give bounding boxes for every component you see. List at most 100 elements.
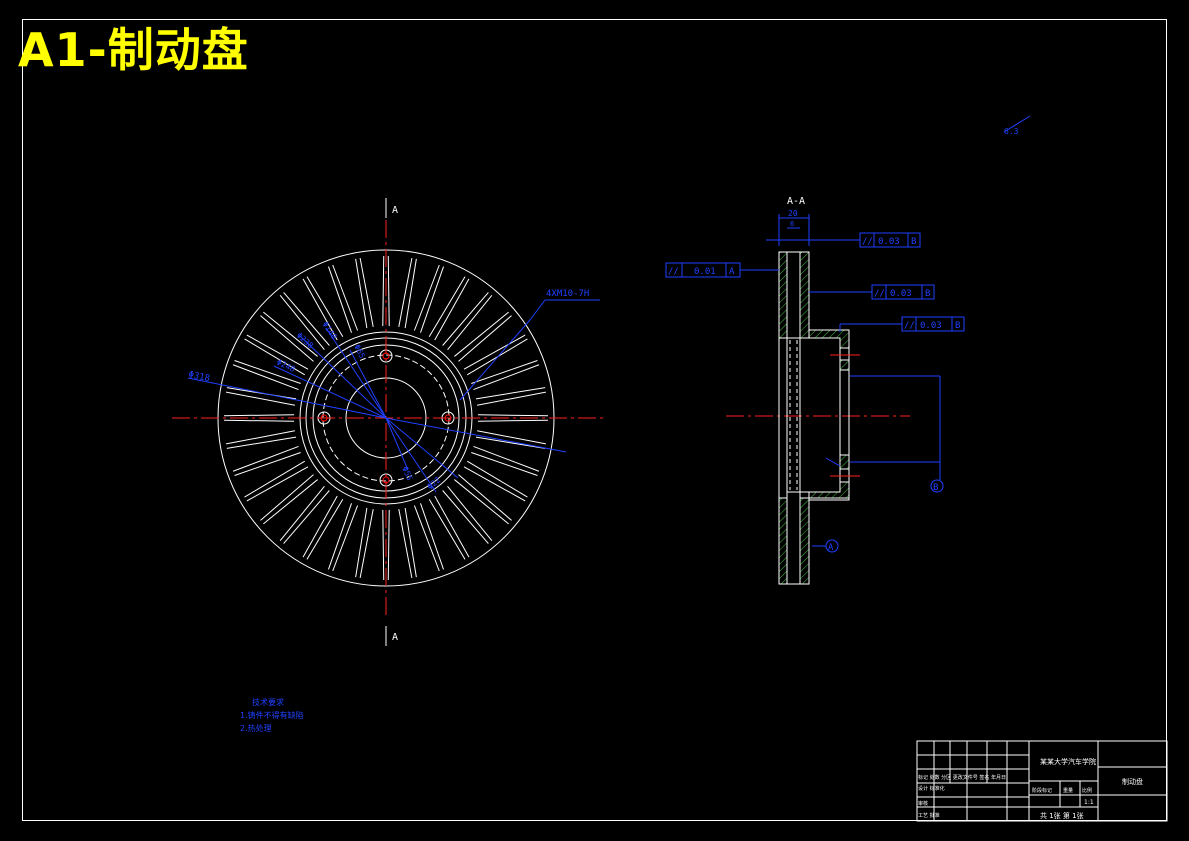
vane-line xyxy=(382,509,385,580)
vane-line xyxy=(466,460,528,498)
gdt-frame-1: // 0.03 B xyxy=(859,232,921,248)
vane-line xyxy=(283,292,330,346)
vane-line xyxy=(302,278,338,341)
svg-text:0.01: 0.01 xyxy=(694,267,716,277)
svg-text:B: B xyxy=(955,321,960,331)
vane-line xyxy=(477,391,547,406)
tb-part-name: 制动盘 xyxy=(1122,777,1143,786)
tb-row-4: 工艺 批准 xyxy=(918,812,940,819)
vane-line xyxy=(225,430,295,445)
vane-line xyxy=(434,495,470,558)
tb-weight-header: 重量 xyxy=(1063,787,1073,794)
title-block xyxy=(916,740,1168,822)
vane-line xyxy=(224,419,295,422)
vane-line xyxy=(332,264,359,331)
vane-line xyxy=(428,276,466,338)
vane-line xyxy=(471,359,538,385)
svg-text:A: A xyxy=(729,267,735,277)
vane-line xyxy=(398,257,413,327)
vane-line xyxy=(260,315,314,362)
vane-line xyxy=(302,495,338,558)
notes-heading: 技术要求 xyxy=(252,697,284,707)
vane-line xyxy=(458,315,512,362)
svg-text:A: A xyxy=(828,543,834,553)
svg-text:B: B xyxy=(925,289,930,299)
tb-row-2: 设计 标准化 xyxy=(918,785,945,792)
section-view xyxy=(778,251,850,585)
vane-line xyxy=(327,503,353,570)
vane-line xyxy=(263,479,318,525)
vane-line xyxy=(260,474,314,521)
vane-line xyxy=(232,445,299,472)
vane-line xyxy=(246,466,309,502)
vane-line xyxy=(471,451,538,477)
vane-line xyxy=(225,391,295,406)
datum-b-marker: B xyxy=(930,479,944,493)
vane-line xyxy=(477,419,548,422)
vane-line xyxy=(454,479,509,525)
vane-line xyxy=(473,445,540,472)
dim-inner: 6 xyxy=(790,220,794,228)
vane-line xyxy=(279,486,325,541)
vane-line xyxy=(463,334,526,370)
section-mark-bottom: A xyxy=(392,632,398,643)
vane-line xyxy=(382,256,385,327)
gdt-frame-4: // 0.03 B xyxy=(901,316,965,332)
vane-line xyxy=(387,509,390,580)
vane-line xyxy=(232,364,299,391)
cooling-vanes xyxy=(224,256,548,580)
svg-text://: // xyxy=(874,289,885,299)
vane-line xyxy=(454,311,509,357)
vane-line xyxy=(463,466,526,502)
vane-line xyxy=(447,295,493,350)
vane-line xyxy=(244,338,306,376)
vane-line xyxy=(447,486,493,541)
svg-text:B: B xyxy=(933,483,938,493)
drawing-title: A1-制动盘 xyxy=(18,23,249,77)
tb-row-1: 标记 处数 分区 更改文件号 签名 年月日 xyxy=(918,774,1006,781)
dim-outer-diameter: Φ318 xyxy=(187,370,210,384)
vane-line xyxy=(477,430,547,445)
svg-text:0.03: 0.03 xyxy=(890,289,912,299)
svg-text://: // xyxy=(862,237,873,247)
vane-line xyxy=(355,507,368,578)
notes-line-2: 2.热处理 xyxy=(240,723,272,733)
vane-line xyxy=(473,364,540,391)
vane-line xyxy=(398,509,413,579)
vane-line xyxy=(413,505,440,572)
vane-line xyxy=(234,359,301,385)
section-hole-centers xyxy=(830,354,860,477)
roughness-note: 6.3 xyxy=(1004,127,1019,136)
vane-line xyxy=(419,503,445,570)
vane-line xyxy=(442,490,489,544)
vane-line xyxy=(327,266,353,333)
vane-line xyxy=(413,264,440,331)
notes-line-1: 1.铸件不得有缺陷 xyxy=(240,710,304,720)
vane-line xyxy=(442,292,489,346)
vane-line xyxy=(355,258,368,329)
vane-line xyxy=(458,474,512,521)
section-mark-top: A xyxy=(392,205,398,216)
vane-line xyxy=(226,436,297,449)
section-title: A-A xyxy=(787,196,805,207)
vane-line xyxy=(246,334,309,370)
tb-scale: 1:1 xyxy=(1084,799,1094,806)
drawing-border xyxy=(22,19,1167,821)
svg-text://: // xyxy=(668,267,679,277)
thread-callout: 4XM10-7H xyxy=(546,289,589,299)
tb-stage-header: 阶段标记 xyxy=(1032,787,1052,794)
dim-diameter-6: Φ55 xyxy=(400,465,414,482)
tb-row-3: 审核 xyxy=(918,800,928,807)
dim-width: 20 xyxy=(788,209,798,218)
section-dimension-lines xyxy=(740,115,1031,547)
svg-text:0.03: 0.03 xyxy=(920,321,942,331)
svg-text://: // xyxy=(904,321,915,331)
vane-line xyxy=(404,507,417,578)
tb-scale-header: 比例 xyxy=(1082,787,1092,794)
vane-line xyxy=(283,490,330,544)
vane-line xyxy=(359,509,374,579)
vane-line xyxy=(475,387,546,400)
vane-line xyxy=(234,451,301,477)
vane-line xyxy=(263,311,318,357)
